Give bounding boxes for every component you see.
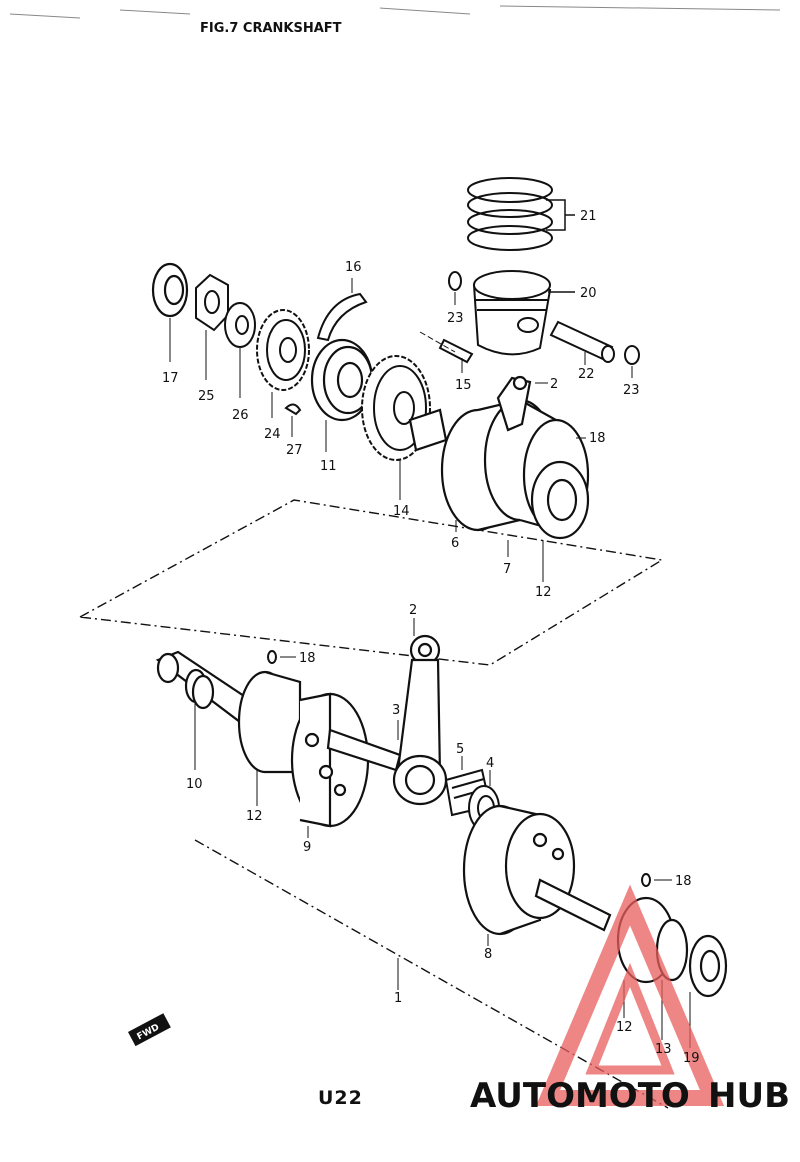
washer [224, 302, 256, 348]
callout-18: 18 [299, 651, 316, 666]
callout-26: 26 [232, 408, 249, 423]
piston-rings [467, 177, 553, 251]
callout-7: 7 [503, 562, 511, 577]
callout-25: 25 [198, 389, 215, 404]
callout-23: 23 [623, 383, 640, 398]
upper-assembly-frame [79, 499, 664, 666]
callout-5: 5 [456, 742, 464, 757]
callout-17: 17 [162, 371, 179, 386]
crank-pin [438, 338, 474, 364]
connecting-rod [392, 634, 448, 806]
callout-15: 15 [455, 378, 472, 393]
front-direction-marker: FWD [127, 1013, 171, 1047]
callout-18: 18 [675, 874, 692, 889]
woodruff-key [284, 403, 302, 416]
callout-23: 23 [447, 311, 464, 326]
callout-20: 20 [580, 286, 597, 301]
scan-noise [9, 5, 781, 19]
callout-3: 3 [392, 703, 400, 718]
crankshaft-left-half [155, 650, 402, 828]
callout-1: 1 [394, 991, 402, 1006]
callout-11: 11 [320, 459, 337, 474]
callout-16: 16 [345, 260, 362, 275]
watermark-text-primary: AUTOMOTO [470, 1076, 690, 1116]
watermark-logo [535, 884, 725, 1106]
page-code: U22 [318, 1087, 363, 1109]
figure-title: FIG.7 CRANKSHAFT [200, 21, 342, 36]
callout-14: 14 [393, 504, 410, 519]
callout-2: 2 [550, 377, 558, 392]
watermark-text-secondary: HUB [708, 1076, 790, 1116]
dowel-pin [267, 650, 277, 664]
oil-seal [151, 262, 189, 318]
callout-19: 19 [683, 1051, 700, 1066]
piston [472, 270, 552, 356]
callout-27: 27 [286, 443, 303, 458]
primary-drive-gear [256, 309, 310, 391]
callout-labels: 21 20 23 22 23 16 17 25 26 24 27 11 15 2… [162, 209, 700, 1066]
callout-13: 13 [655, 1042, 672, 1057]
nut [195, 273, 229, 332]
callout-21: 21 [580, 209, 597, 224]
callout-24: 24 [264, 427, 281, 442]
callout-9: 9 [303, 840, 311, 855]
callout-22: 22 [578, 367, 595, 382]
callout-8: 8 [484, 947, 492, 962]
circlip [448, 271, 462, 291]
dowel-pin [641, 873, 651, 887]
callout-4: 4 [486, 756, 494, 771]
bearing [310, 338, 374, 422]
circlip [624, 345, 640, 365]
piston-pin [549, 320, 615, 363]
callout-10: 10 [186, 777, 203, 792]
callout-12: 12 [246, 809, 263, 824]
callout-12: 12 [535, 585, 552, 600]
callout-6: 6 [451, 536, 459, 551]
crankshaft-assembly-upper [408, 375, 590, 540]
callout-18: 18 [589, 431, 606, 446]
crankshaft-right-half [462, 804, 612, 936]
callout-12: 12 [616, 1020, 633, 1035]
callout-2: 2 [409, 603, 417, 618]
bearing-clip [316, 292, 368, 342]
